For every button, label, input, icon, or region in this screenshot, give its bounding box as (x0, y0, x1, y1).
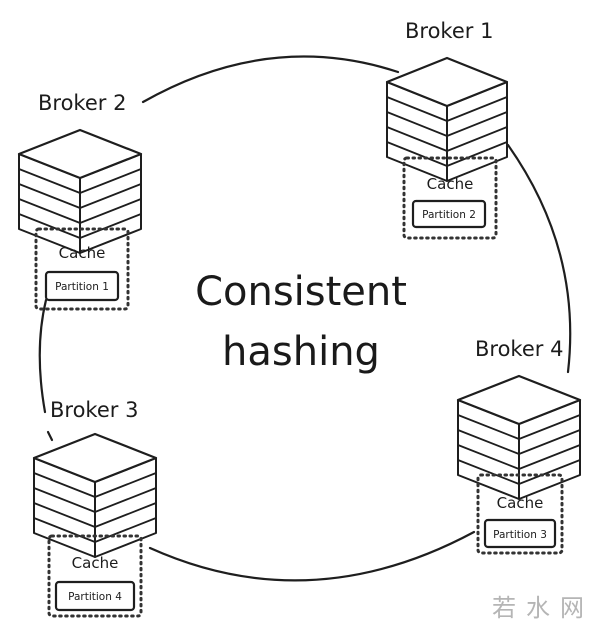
broker-1-partition-label: Partition 2 (422, 209, 476, 221)
ring-arc-bottom-right (148, 530, 476, 582)
broker-4-partition-label: Partition 3 (493, 529, 547, 541)
broker-2-label: Broker 2 (38, 91, 126, 115)
broker-3-server-stack-icon-layer-line (33, 502, 157, 528)
broker-2-server-stack-icon-layer-line (18, 168, 142, 194)
broker-3-server-stack-icon-layer-line (33, 472, 157, 498)
broker-2-server-stack-icon-layer-line (18, 198, 142, 224)
broker-1-label: Broker 1 (405, 19, 493, 43)
broker-3: Broker 3 Cache Partition 4 (32, 398, 158, 618)
broker-4-server-stack-icon-layer-line (457, 414, 581, 440)
broker-1-cache-box (402, 156, 498, 240)
broker-2-partition-label: Partition 1 (55, 281, 109, 293)
broker-1-server-stack-icon-top-face (385, 56, 509, 108)
ring-tick-left (46, 430, 54, 442)
broker-2-partition-box (44, 270, 120, 302)
hash-ring (38, 55, 572, 582)
broker-3-cache-box (47, 534, 143, 618)
broker-2-server-stack-icon-layer-line (18, 183, 142, 209)
ring-arc-left (38, 298, 48, 414)
broker-1-cache-label: Cache (427, 175, 474, 193)
broker-3-label: Broker 3 (50, 398, 138, 422)
broker-2-server-stack-icon-layer-line (18, 213, 142, 239)
broker-1-server-stack-icon-layer-line (386, 141, 508, 167)
broker-4-partition-box (483, 518, 557, 549)
ring-arc-top (141, 55, 400, 104)
broker-4-server-stack-icon-layer-line (457, 444, 581, 470)
broker-3-server-stack-icon (32, 432, 158, 558)
broker-4-cache-box (476, 473, 564, 555)
broker-3-cache-label: Cache (72, 554, 119, 572)
broker-3-partition-label: Partition 4 (68, 591, 122, 603)
broker-3-server-stack-icon-top-face (32, 432, 158, 484)
broker-2: Broker 2 Cache Partition 1 (17, 91, 143, 311)
broker-4-label: Broker 4 (475, 337, 563, 361)
broker-2-cache-box (34, 227, 130, 311)
broker-3-partition-box (54, 580, 136, 612)
diagram-title-line-1: Consistent (195, 269, 407, 315)
broker-4-server-stack-icon-layer-line (457, 459, 581, 485)
broker-1-server-stack-icon-layer-line (386, 96, 508, 122)
broker-1-server-stack-icon (385, 56, 509, 182)
broker-1-server-stack-icon-layer-line (386, 111, 508, 137)
diagram-title-line-2: hashing (222, 329, 380, 375)
broker-3-server-stack-icon-layer-line (33, 487, 157, 513)
broker-4-cache-label: Cache (497, 494, 544, 512)
broker-1-server-stack-icon-layer-line (386, 126, 508, 152)
broker-4-server-stack-icon-layer-line (457, 429, 581, 455)
broker-4: Broker 4 Cache Partition 3 (456, 337, 582, 555)
broker-1-partition-box (411, 199, 487, 229)
broker-2-cache-label: Cache (59, 244, 106, 262)
watermark-text: 若水网 (492, 594, 594, 622)
broker-3-server-stack-icon-layer-line (33, 517, 157, 543)
broker-2-server-stack-icon-top-face (17, 128, 143, 180)
ring-arc-right (506, 143, 572, 374)
broker-4-server-stack-icon-top-face (456, 374, 582, 426)
broker-1: Broker 1 Cache Partition 2 (385, 19, 509, 240)
